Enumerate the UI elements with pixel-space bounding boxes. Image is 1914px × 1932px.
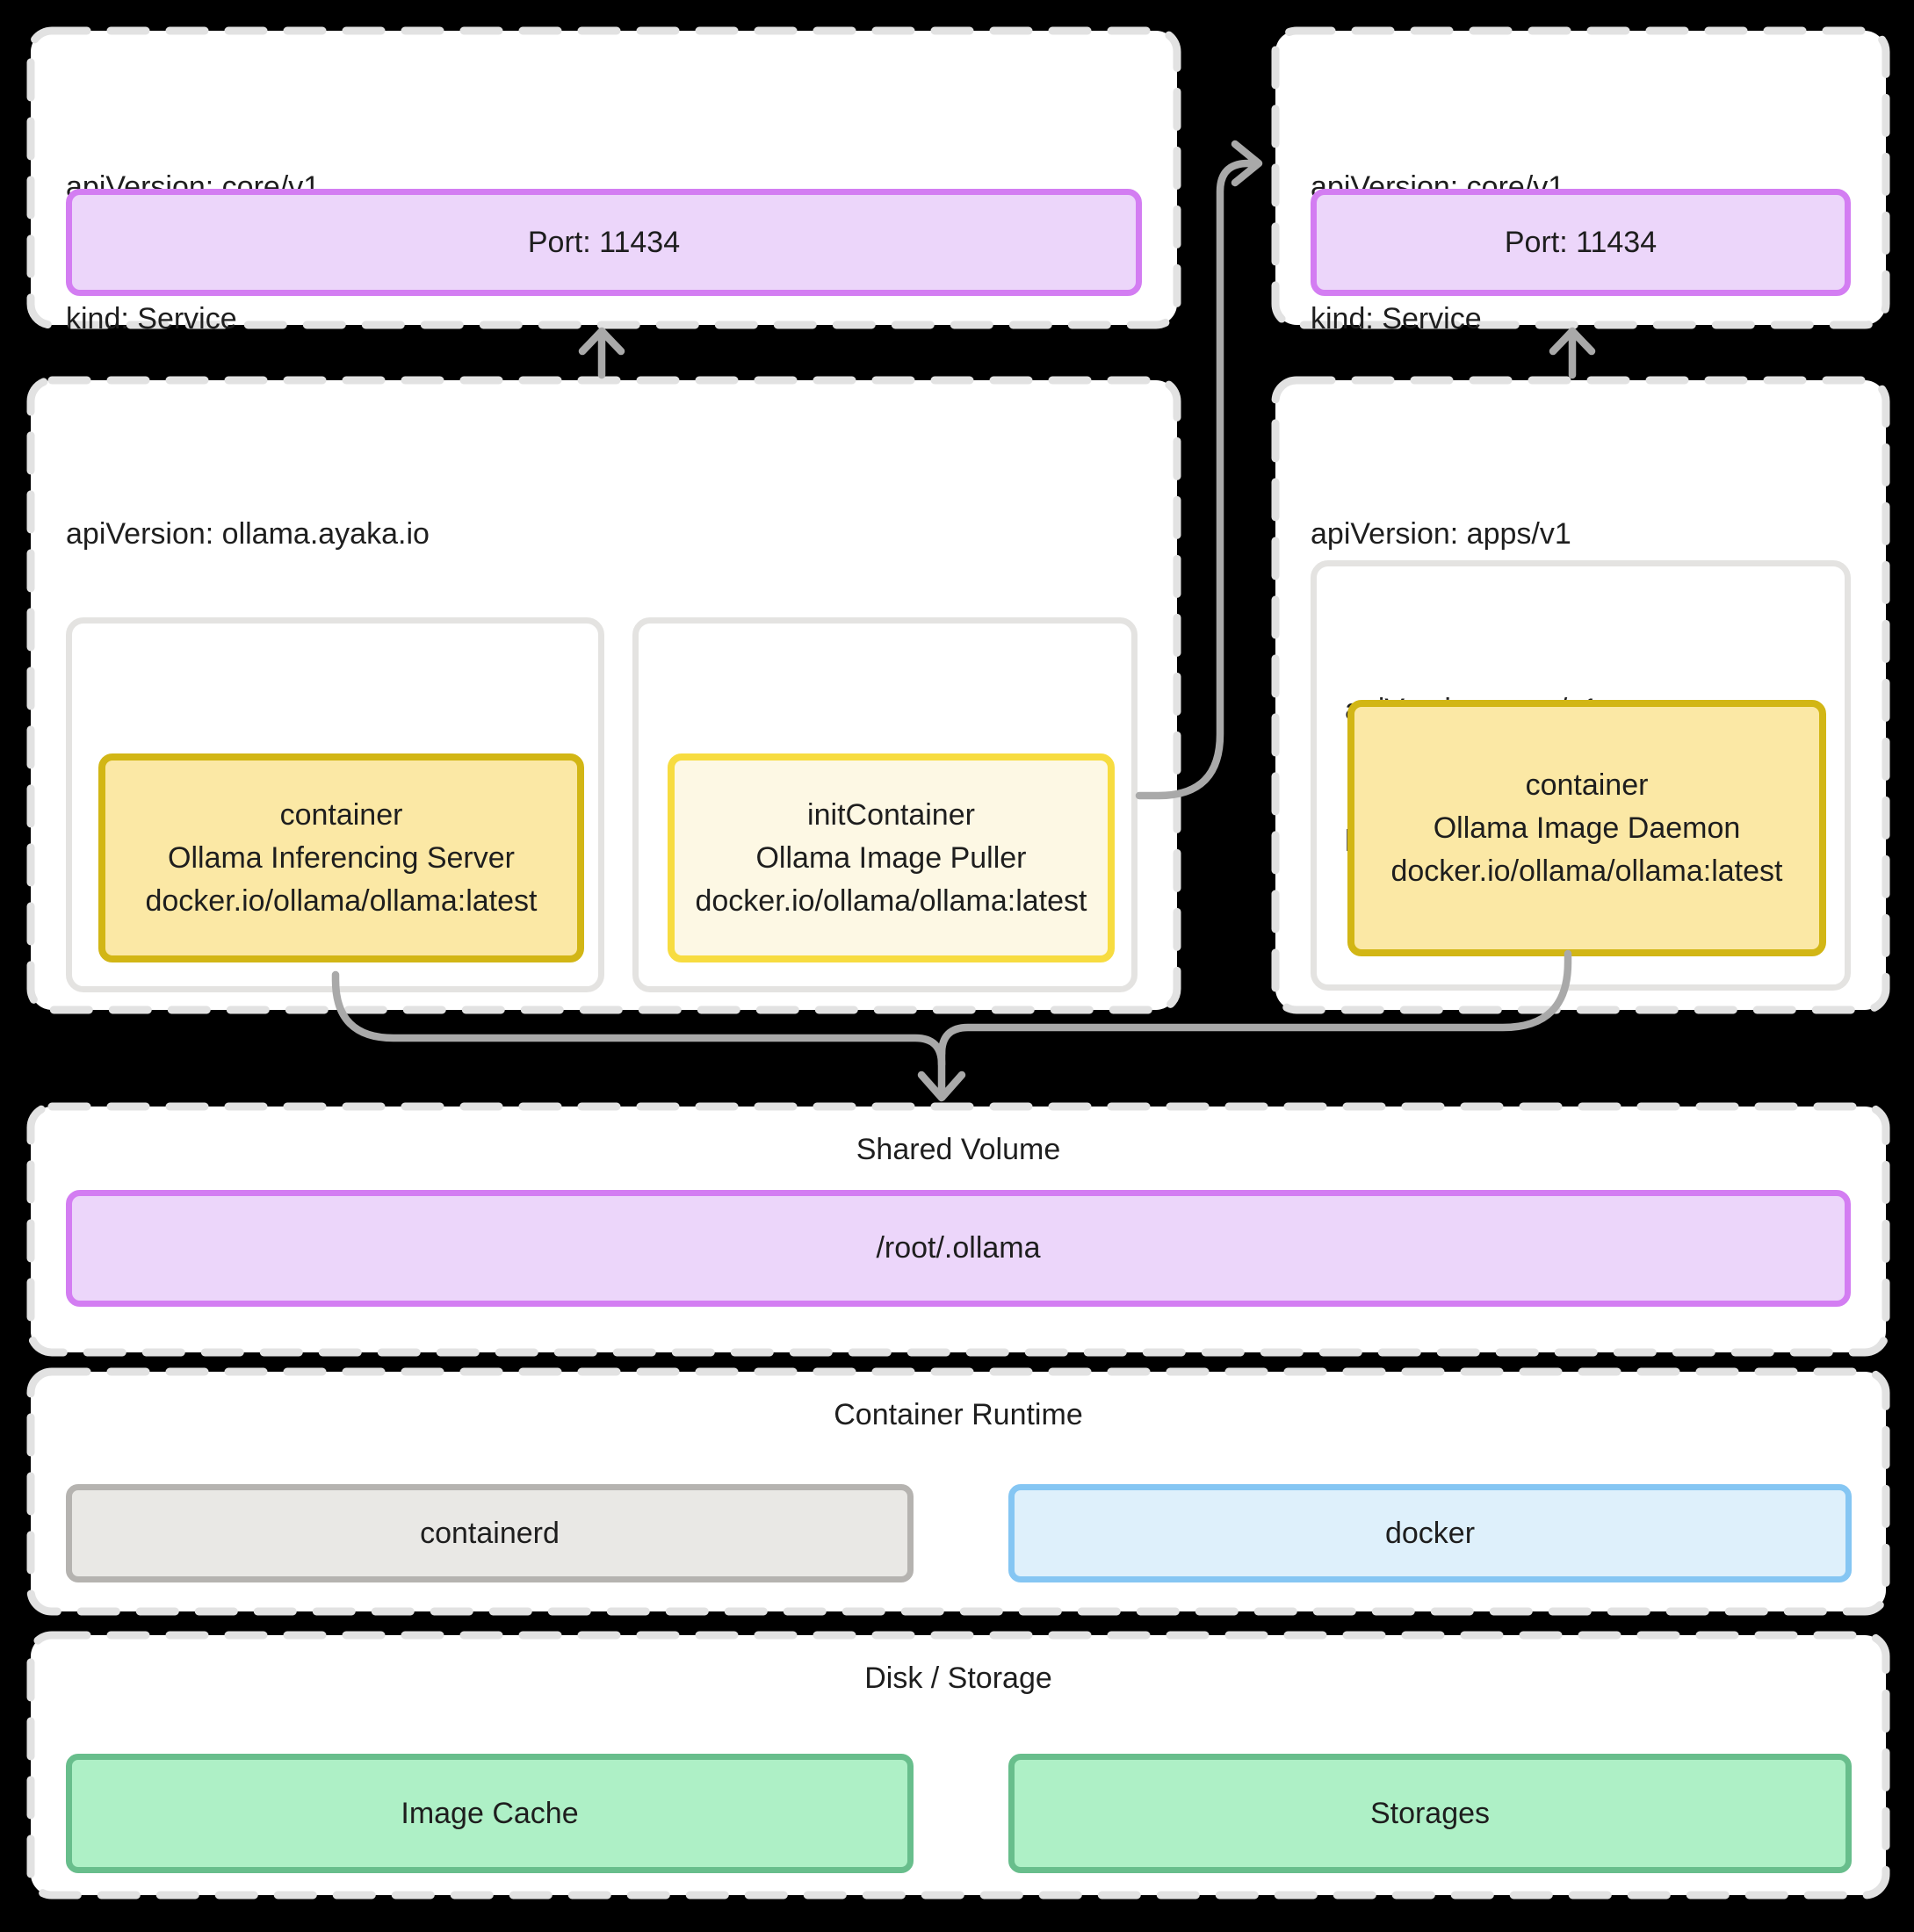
api-version-line: apiVersion: apps/v1	[1311, 517, 1571, 551]
disk-storage-title: Disk / Storage	[864, 1662, 1052, 1695]
pod-puller-box: apiVersion: core/v1 kind: Pod initContai…	[632, 617, 1138, 992]
shared-volume-title: Shared Volume	[856, 1133, 1061, 1166]
service-left-box: apiVersion: core/v1 kind: Service Port: …	[26, 26, 1181, 335]
docker-badge: docker	[1008, 1484, 1852, 1582]
api-version-line: apiVersion: ollama.ayaka.io	[66, 517, 430, 551]
container-role: container	[1525, 768, 1649, 802]
pod-inferencing-box: apiVersion: core/v1 kind: Pod container …	[66, 617, 604, 992]
container-image: docker.io/ollama/ollama:latest	[695, 883, 1087, 918]
port-badge: Port: 11434	[66, 189, 1142, 296]
image-cache-badge: Image Cache	[66, 1754, 914, 1873]
container-image: docker.io/ollama/ollama:latest	[145, 883, 538, 918]
arrow-up-model-to-service-icon	[578, 327, 625, 379]
container-role: initContainer	[807, 797, 975, 832]
container-inferencing-server: container Ollama Inferencing Server dock…	[98, 753, 584, 962]
kind-line: kind: Service	[66, 302, 237, 335]
statefulset-box: apiVersion: apps/v1 kind: StatefulSet ap…	[1271, 376, 1890, 1014]
shared-volume-path-badge: /root/.ollama	[66, 1190, 1851, 1307]
container-image-daemon: container Ollama Image Daemon docker.io/…	[1347, 700, 1826, 956]
container-runtime-title: Container Runtime	[834, 1398, 1083, 1431]
storages-badge: Storages	[1008, 1754, 1852, 1873]
container-name: Ollama Inferencing Server	[168, 840, 515, 875]
pod-daemon-box: apiVersion: core/v1 kind: Pod container …	[1311, 560, 1851, 991]
port-badge: Port: 11434	[1311, 189, 1851, 296]
disk-storage-box: Disk / Storage Image Cache Storages	[26, 1631, 1890, 1900]
model-box: apiVersion: ollama.ayaka.io kind: Model …	[26, 376, 1181, 1014]
service-right-box: apiVersion: core/v1 kind: Service Port: …	[1271, 26, 1890, 335]
kind-line: kind: Service	[1311, 302, 1482, 335]
service-left-yaml: apiVersion: core/v1 kind: Service	[66, 77, 320, 429]
containerd-badge: containerd	[66, 1484, 914, 1582]
container-image-puller: initContainer Ollama Image Puller docker…	[668, 753, 1115, 962]
container-image: docker.io/ollama/ollama:latest	[1390, 854, 1783, 888]
arrow-down-to-shared-volume-icon	[917, 1045, 966, 1102]
container-runtime-box: Container Runtime containerd docker	[26, 1367, 1890, 1616]
container-name: Ollama Image Puller	[755, 840, 1027, 875]
shared-volume-box: Shared Volume /root/.ollama	[26, 1102, 1890, 1357]
container-name: Ollama Image Daemon	[1433, 811, 1741, 845]
container-role: container	[279, 797, 403, 832]
